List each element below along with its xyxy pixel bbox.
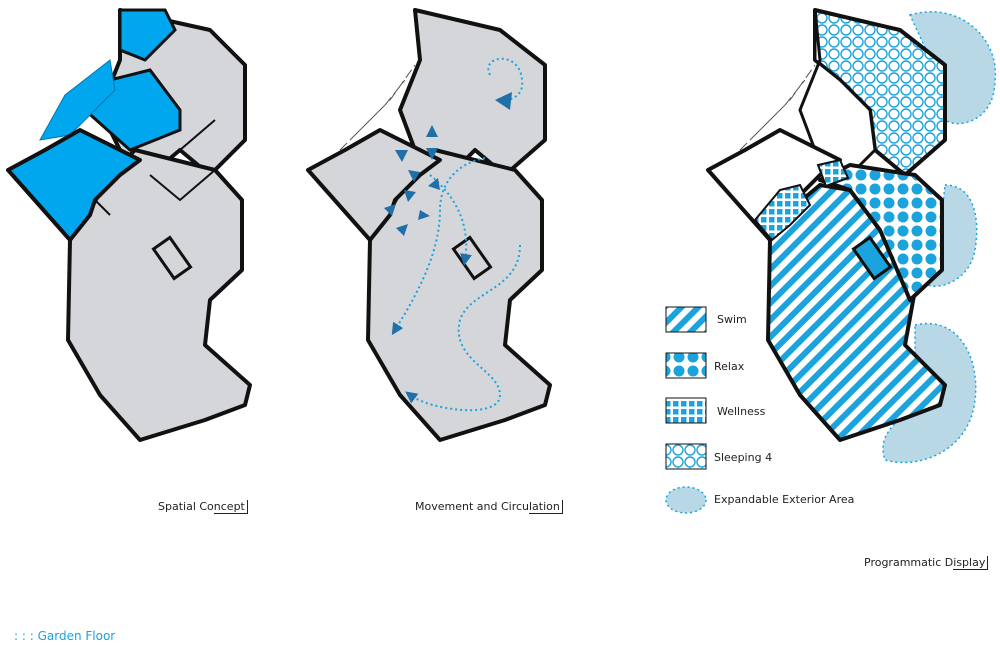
legend-wellness-swatch <box>665 397 707 424</box>
floor-label: : : : Garden Floor <box>14 629 116 643</box>
arrow-icon <box>418 210 430 220</box>
central-pillar <box>851 235 893 281</box>
caption-text-tail: isplay <box>953 556 989 570</box>
exterior-area-top <box>908 11 997 125</box>
caption-text-tail: lation <box>529 500 563 514</box>
legend-relax-swatch <box>665 352 707 379</box>
arrow-icon <box>426 148 438 160</box>
arrow-icon <box>428 178 440 190</box>
legend-sleeping-swatch <box>665 443 707 470</box>
caption-text: Spatial Co <box>158 500 214 513</box>
caption-text: Movement and Circu <box>415 500 529 513</box>
ghost-rooms <box>739 64 816 151</box>
caption-text: Programmatic D <box>864 556 954 569</box>
wellness-zone <box>816 158 850 188</box>
spatial-concept-plan <box>6 8 252 442</box>
arrow-icon <box>408 170 420 182</box>
legend-exterior-label: Expandable Exterior Area <box>714 493 855 506</box>
caption-text-tail: ncept <box>213 500 248 514</box>
arrow-icon <box>495 92 512 110</box>
arrow-icon <box>396 224 408 236</box>
door-arrows <box>384 125 440 236</box>
blue-rooms-sliver <box>39 59 116 141</box>
relax-zone <box>818 163 944 302</box>
ghost-rooms <box>339 64 416 151</box>
legend-swim-swatch <box>665 306 707 333</box>
legend-relax-label: Relax <box>714 360 745 373</box>
caption-programmatic: Programmatic Display <box>864 556 989 570</box>
arrow-icon <box>384 204 396 216</box>
upper-rooms <box>798 9 877 177</box>
inner-walls <box>94 119 216 216</box>
legend-swim-label: Swim <box>717 313 747 326</box>
caption-movement: Movement and Circulation <box>415 500 563 514</box>
legend-sleeping-label: Sleeping 4 <box>714 451 773 464</box>
circulation-path-main <box>391 157 486 336</box>
movement-plan <box>306 8 552 442</box>
arrow-icon <box>395 150 408 162</box>
blue-rooms-lower <box>6 128 142 242</box>
blue-rooms-upper <box>118 8 177 62</box>
circulation-path-lower <box>405 244 521 412</box>
central-pillar <box>151 235 193 281</box>
arrow-icon <box>426 125 438 137</box>
programmatic-plan <box>665 8 997 514</box>
left-wing-floor <box>306 128 442 242</box>
legend-wellness-label: Wellness <box>717 405 766 418</box>
arrow-icon <box>404 190 416 202</box>
wellness-zone <box>753 183 812 242</box>
caption-spatial-concept: Spatial Concept <box>158 500 248 514</box>
legend-exterior-swatch <box>665 486 707 514</box>
